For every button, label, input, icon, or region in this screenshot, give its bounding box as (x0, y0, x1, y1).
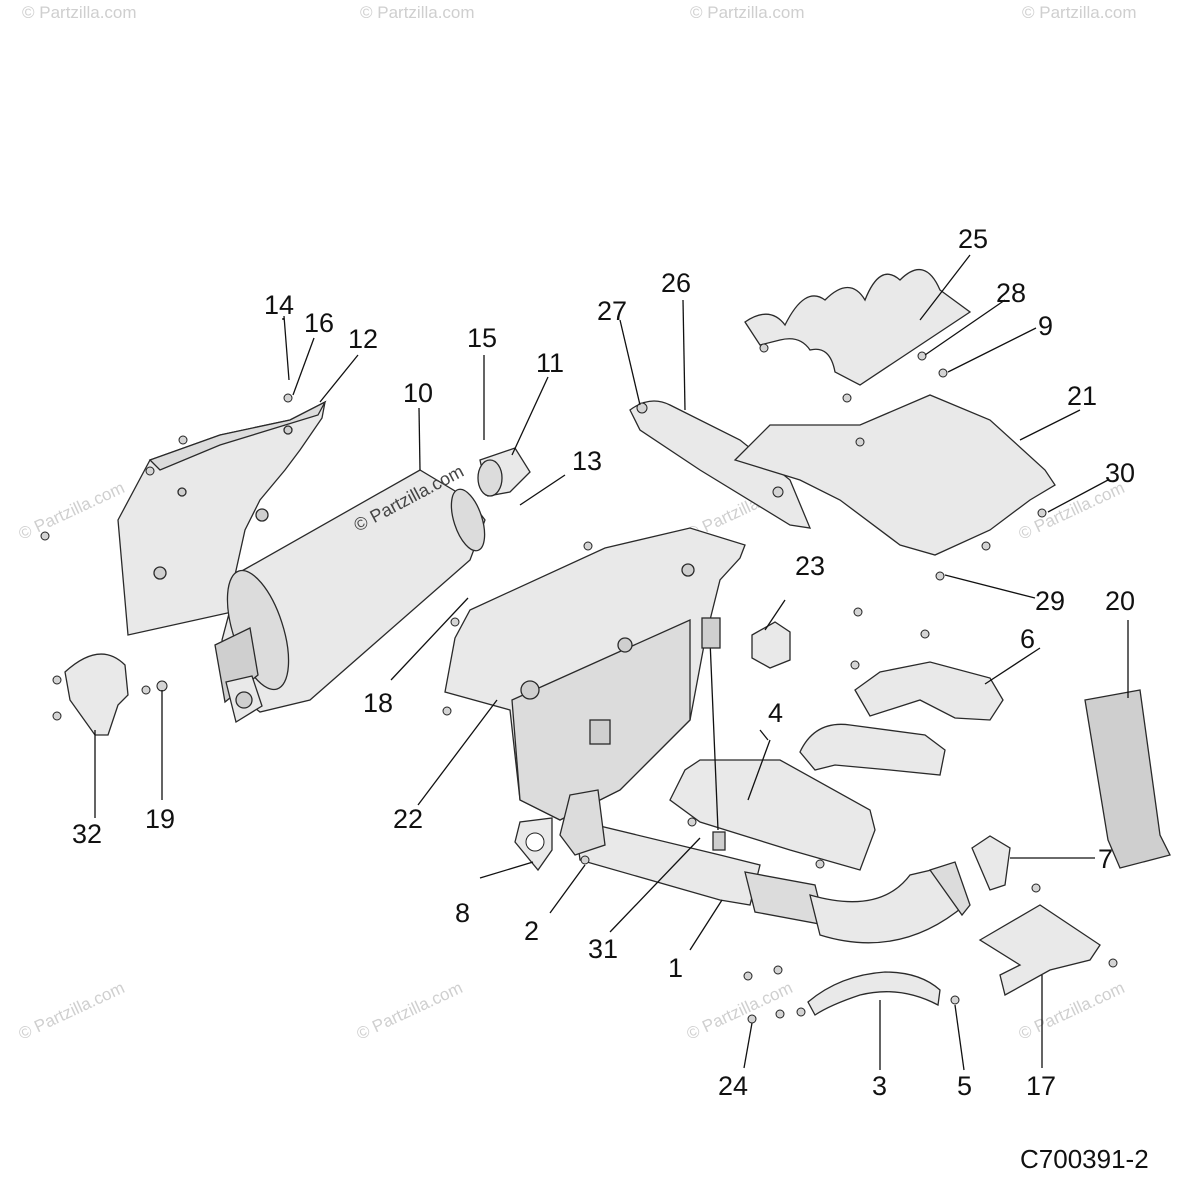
part-4-heat-shield (669, 759, 876, 871)
part-1-head-pipe (559, 789, 971, 944)
callout-19: 19 (145, 804, 175, 834)
watermark: © Partzilla.com (1022, 3, 1137, 22)
callout-6: 6 (1020, 624, 1035, 654)
part-20-plate (1084, 689, 1171, 869)
part-3-clamp (807, 971, 941, 1016)
part-12-heat-shield (117, 400, 327, 636)
fastener-icon (52, 711, 62, 721)
part-10-muffler (214, 469, 486, 724)
fastener-icon (283, 393, 293, 403)
fastener-icon (917, 351, 927, 361)
fastener-icon (1031, 883, 1041, 893)
callout-15: 15 (467, 323, 497, 353)
watermark: © Partzilla.com (22, 3, 137, 22)
fastener-icon (773, 965, 783, 975)
watermark: © Partzilla.com (360, 3, 475, 22)
fastener-icon (442, 706, 452, 716)
fastener-icon (920, 629, 930, 639)
part-7-gasket (971, 835, 1011, 891)
callout-20: 20 (1105, 586, 1135, 616)
callout-24: 24 (718, 1071, 748, 1101)
part-25-heat-shield (744, 269, 972, 386)
watermark: © Partzilla.com (354, 978, 466, 1044)
callout-21: 21 (1067, 381, 1097, 411)
fastener-icon (853, 607, 863, 617)
watermark: © Partzilla.com (16, 978, 128, 1044)
callout-18: 18 (363, 688, 393, 718)
callout-27: 27 (597, 296, 627, 326)
fastener-icon (815, 859, 825, 869)
part-32-shield (64, 653, 129, 736)
part-23-block (751, 621, 791, 669)
fastener-icon (52, 675, 62, 685)
fastener-icon (981, 541, 991, 551)
part-11-tail-cap (477, 447, 531, 497)
callout-8: 8 (455, 898, 470, 928)
pipe-section (799, 723, 946, 776)
part-21-heat-shield (733, 394, 1056, 556)
callout-25: 25 (958, 224, 988, 254)
fastener-icon (935, 571, 945, 581)
callout-26: 26 (661, 268, 691, 298)
fastener-icon (743, 971, 753, 981)
fastener-icon (450, 617, 460, 627)
callout-31: 31 (588, 934, 618, 964)
leader-lines (94, 254, 1129, 1071)
callout-14: 14 (264, 290, 294, 320)
callout-23: 23 (795, 551, 825, 581)
part-17-heat-shield (978, 904, 1101, 996)
callout-7: 7 (1098, 844, 1113, 874)
fastener-icon (796, 1007, 806, 1017)
callout-9: 9 (1038, 311, 1053, 341)
watermark: © Partzilla.com (690, 3, 805, 22)
callout-13: 13 (572, 446, 602, 476)
callout-11: 11 (536, 348, 564, 378)
fastener-icon (156, 680, 168, 692)
callout-16: 16 (304, 308, 334, 338)
callout-12: 12 (348, 324, 378, 354)
watermark: © Partzilla.com (1016, 978, 1128, 1044)
fastener-icon (145, 466, 155, 476)
callout-10: 10 (403, 378, 433, 408)
callout-5: 5 (957, 1071, 972, 1101)
fastener-icon (950, 995, 960, 1005)
fastener-icon (855, 437, 865, 447)
drawing-code: C700391-2 (1020, 1144, 1149, 1174)
fastener-icon (687, 817, 697, 827)
callout-labels: 14 16 12 10 15 11 13 18 32 19 22 8 2 31 … (72, 224, 1135, 1101)
fastener-icon (1037, 508, 1047, 518)
fastener-icon (842, 393, 852, 403)
fastener-icon (938, 368, 948, 378)
part-31-sensor-connector (701, 617, 721, 649)
fastener-icon (580, 855, 590, 865)
fastener-icon (775, 1009, 785, 1019)
callout-1: 1 (668, 953, 683, 983)
fastener-icon (583, 541, 593, 551)
callout-17: 17 (1026, 1071, 1056, 1101)
callout-4: 4 (768, 698, 783, 728)
callout-3: 3 (872, 1071, 887, 1101)
callout-32: 32 (72, 819, 102, 849)
fastener-icon (178, 435, 188, 445)
fastener-icon (40, 531, 50, 541)
fastener-icon (772, 486, 784, 498)
part-31-sensor-wire (709, 639, 719, 831)
fastener-icon (636, 402, 648, 414)
fastener-icon (747, 1014, 757, 1024)
watermark: © Partzilla.com (16, 478, 128, 544)
part-6-heat-shield (854, 661, 1004, 721)
fastener-icon (1108, 958, 1118, 968)
callout-22: 22 (393, 804, 423, 834)
callout-28: 28 (996, 278, 1026, 308)
callout-29: 29 (1035, 586, 1065, 616)
callout-2: 2 (524, 916, 539, 946)
fastener-icon (141, 685, 151, 695)
fastener-icon (759, 343, 769, 353)
callout-30: 30 (1105, 458, 1135, 488)
part-31-sensor-body (712, 831, 726, 851)
fastener-icon (850, 660, 860, 670)
